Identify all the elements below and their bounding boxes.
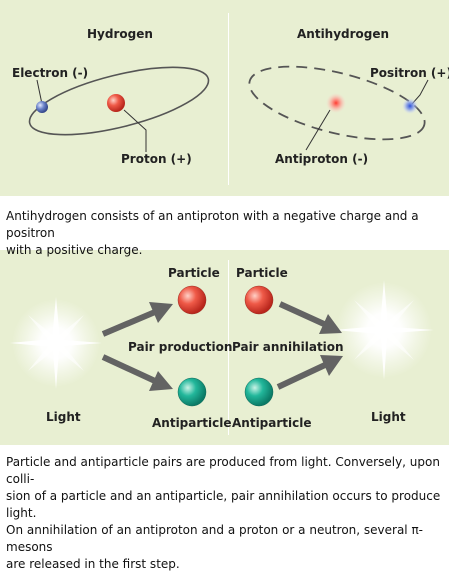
caption2-line4: are released in the first step.	[6, 557, 180, 571]
light-left-label: Light	[46, 410, 81, 424]
caption2-line2: sion of a particle and an antiparticle, …	[6, 489, 441, 520]
antiproton-leader	[305, 109, 331, 151]
hydrogen-title: Hydrogen	[87, 27, 153, 41]
diagram-graphics	[10, 65, 434, 407]
pair-annihilation-label: Pair annihilation	[232, 340, 344, 354]
hydrogen-atom	[28, 66, 210, 152]
antiparticle-right-sphere	[244, 377, 274, 407]
light-burst-left	[10, 297, 102, 389]
atoms-panel	[0, 0, 449, 196]
proton-label: Proton (+)	[121, 152, 192, 166]
antiparticle-right-label: Antiparticle	[232, 416, 312, 430]
caption1-line1: Antihydrogen consists of an antiproton w…	[6, 209, 419, 240]
particle-right-label: Particle	[236, 266, 288, 280]
caption-pair: Particle and antiparticle pairs are prod…	[6, 454, 448, 573]
arrow-annihilation-up	[276, 355, 343, 390]
antiparticle-left-label: Antiparticle	[152, 416, 232, 430]
electron-label: Electron (-)	[12, 66, 89, 80]
pair-production-label: Pair production	[128, 340, 233, 354]
electron-orbit	[28, 66, 210, 136]
electron-leader	[36, 79, 43, 105]
caption-antihydrogen: Antihydrogen consists of an antiproton w…	[6, 208, 446, 259]
positron-label: Positron (+)	[370, 66, 449, 80]
proton-leader	[123, 109, 147, 152]
pair-divider	[228, 260, 229, 435]
particle-right-sphere	[244, 285, 274, 315]
positron-glow	[402, 98, 418, 114]
particle-left-label: Particle	[168, 266, 220, 280]
proton-icon	[107, 94, 125, 112]
antiproton-label: Antiproton (-)	[275, 152, 369, 166]
caption2-line3: On annihilation of an antiproton and a p…	[6, 523, 424, 554]
light-right-label: Light	[371, 410, 406, 424]
caption1-line2: with a positive charge.	[6, 243, 143, 257]
arrow-annihilation-down	[278, 301, 342, 334]
pair-graphics	[10, 280, 434, 407]
antihydrogen-atom	[248, 65, 429, 151]
arrow-production-down	[101, 354, 173, 391]
electron-icon	[36, 101, 48, 113]
antiparticle-left-sphere	[177, 377, 207, 407]
antihydrogen-title: Antihydrogen	[297, 27, 390, 41]
particle-left-sphere	[177, 285, 207, 315]
light-burst-right	[334, 280, 434, 380]
arrow-production-up	[101, 302, 173, 337]
caption2-line1: Particle and antiparticle pairs are prod…	[6, 455, 440, 486]
atoms-divider	[228, 13, 229, 185]
antiproton-glow	[326, 93, 346, 113]
positron-orbit	[248, 65, 426, 141]
